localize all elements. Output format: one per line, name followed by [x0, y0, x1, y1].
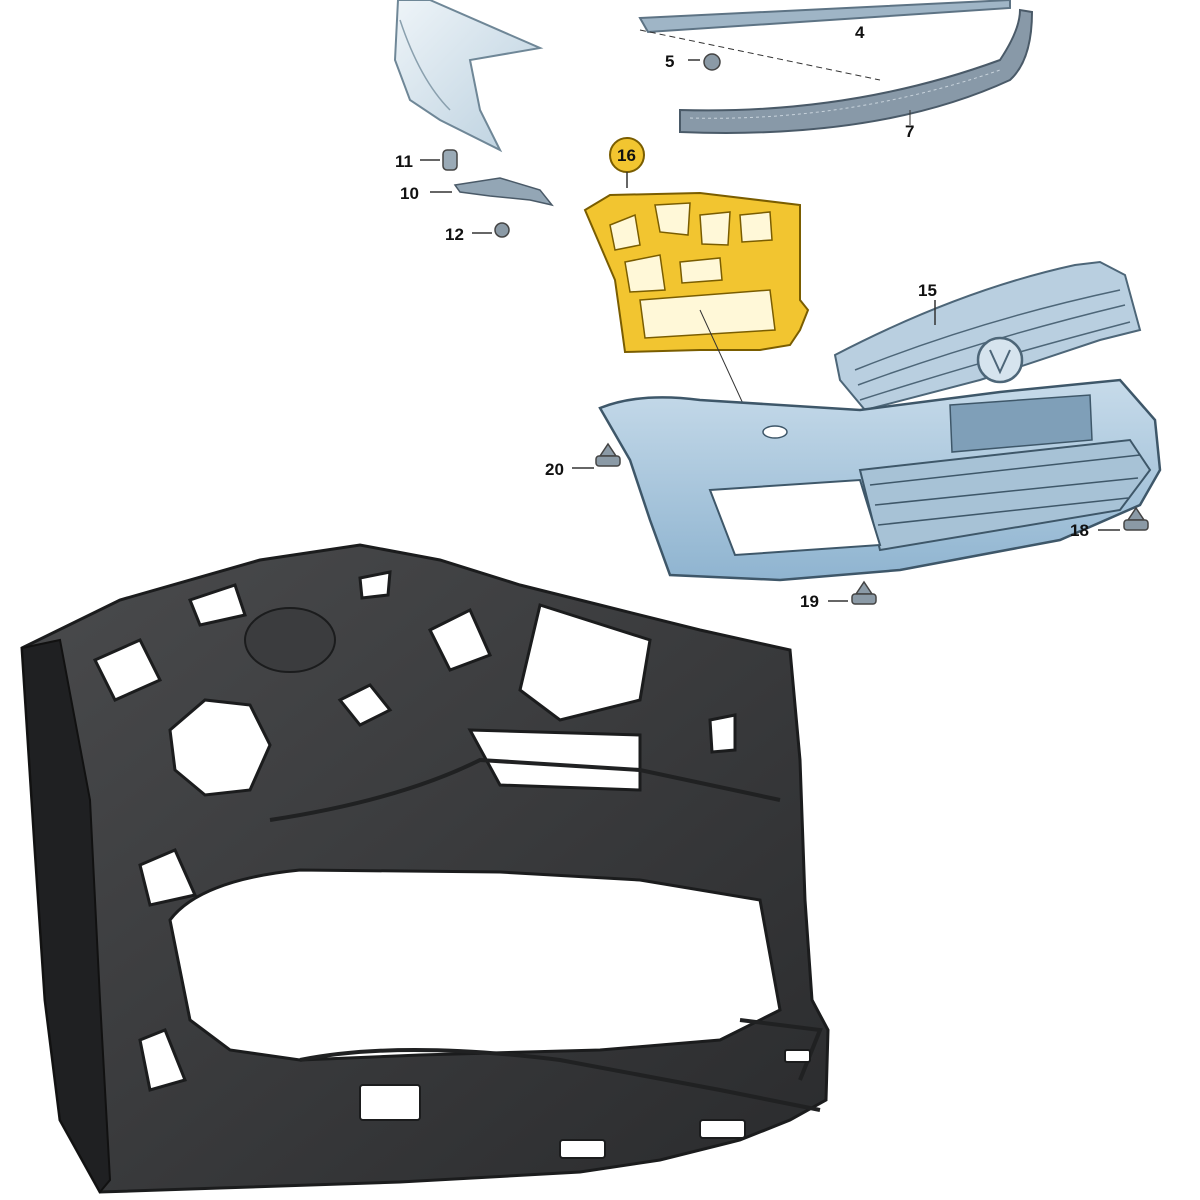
callout-label-10: 10 — [400, 184, 419, 203]
callout-label-19: 19 — [800, 592, 819, 611]
clip-part-11 — [420, 149, 458, 171]
callout-badge-16 — [609, 137, 645, 188]
bracket-part-10 — [430, 177, 554, 207]
grille-strip-part-7 — [679, 8, 1034, 134]
callout-label-16: 16 — [617, 146, 636, 165]
callout-label-18: 18 — [1070, 521, 1089, 540]
highlighted-bracket-part-16[interactable] — [583, 191, 810, 409]
callout-label-12: 12 — [445, 225, 464, 244]
callout-label-20: 20 — [545, 460, 564, 479]
callout-label-15: 15 — [918, 281, 937, 300]
trim-strip-part-4 — [638, 0, 1011, 81]
front-bumper-part-15 — [598, 260, 1162, 582]
callout-label-4: 4 — [855, 23, 865, 42]
screw-part-18 — [1098, 506, 1149, 531]
fender-part — [393, 0, 544, 153]
screw-part-19 — [828, 580, 877, 605]
callout-label-5: 5 — [665, 52, 674, 71]
screw-part-12 — [472, 222, 510, 238]
screw-part-5 — [688, 53, 721, 71]
bracket-product-photo — [20, 543, 830, 1194]
callout-label-11: 11 — [395, 152, 413, 171]
screw-part-20 — [572, 442, 621, 469]
callout-label-7: 7 — [905, 122, 914, 141]
